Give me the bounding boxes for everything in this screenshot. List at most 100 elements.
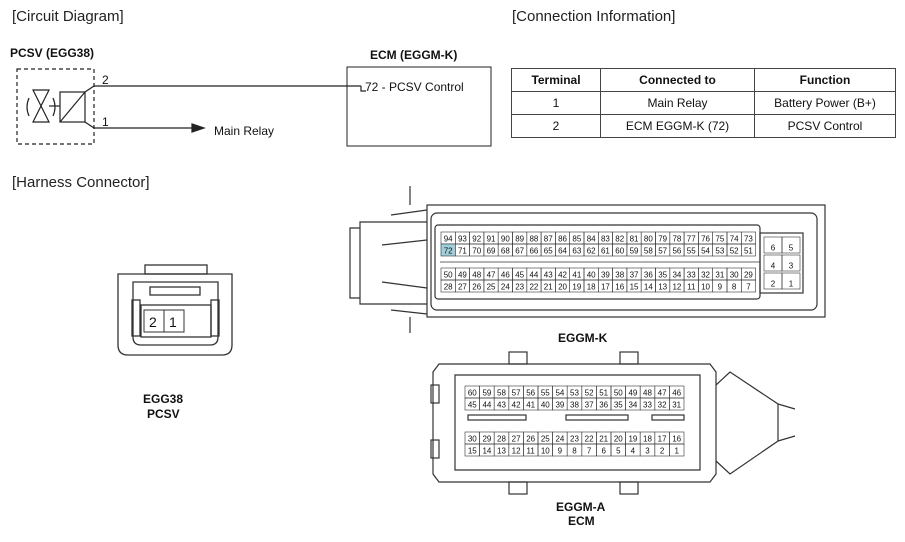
eggmk-pin: 32: [701, 271, 710, 280]
eggmk-pin: 58: [644, 247, 653, 256]
eggma-pin-cell: [669, 443, 685, 457]
eggma-pin: 34: [628, 401, 637, 410]
eggma-pin: 49: [628, 389, 637, 398]
table-cell: PCSV Control: [754, 114, 896, 138]
eggmk-connector: [349, 186, 826, 333]
eggmk-pin: 62: [587, 247, 596, 256]
eggmk-pin: 14: [644, 283, 653, 292]
table-row: 2 ECM EGGM-K (72) PCSV Control: [511, 114, 896, 138]
eggmk-pin: 61: [601, 247, 610, 256]
eggmk-pin: 60: [615, 247, 624, 256]
harness-connector-heading: [Harness Connector]: [12, 174, 150, 191]
eggmk-pin: 87: [544, 235, 553, 244]
eggmk-pin: 79: [658, 235, 667, 244]
eggma-pin: 24: [555, 435, 564, 444]
eggma-pin: 20: [614, 435, 623, 444]
eggmk-pin: 78: [672, 235, 681, 244]
eggma-pin: 35: [614, 401, 623, 410]
eggmk-pin: 65: [544, 247, 553, 256]
eggmk-pin: 89: [515, 235, 524, 244]
eggma-label: EGGM-A: [556, 500, 606, 514]
eggma-pin: 3: [645, 447, 650, 456]
eggma-pin: 6: [601, 447, 606, 456]
eggma-pin: 36: [599, 401, 608, 410]
eggmk-pin: 46: [501, 271, 510, 280]
eggma-pin-cell: [669, 397, 685, 411]
eggmk-pin: 17: [601, 283, 610, 292]
ecm-title: ECM (EGGM-K): [370, 48, 458, 62]
eggma-pin: 46: [672, 389, 681, 398]
eggmk-pin: 22: [529, 283, 538, 292]
eggmk-pin: 76: [701, 235, 710, 244]
eggma-connector: [430, 351, 796, 495]
eggmk-pin: 23: [515, 283, 524, 292]
eggmk-pin: 84: [587, 235, 596, 244]
eggmk-pin: 45: [515, 271, 524, 280]
eggmk-pin: 81: [630, 235, 639, 244]
eggmk-side-pin: 3: [789, 262, 794, 271]
table-cell: 1: [511, 91, 601, 115]
eggmk-pin: 51: [744, 247, 753, 256]
eggmk-side-pin: 6: [771, 244, 776, 253]
eggma-pin: 54: [555, 389, 564, 398]
eggmk-pin: 27: [458, 283, 467, 292]
eggmk-pin: 64: [558, 247, 567, 256]
eggma-pin: 28: [497, 435, 506, 444]
eggmk-side-pin: 2: [771, 280, 776, 289]
eggmk-pin: 72: [444, 247, 453, 256]
eggma-pin: 37: [585, 401, 594, 410]
eggma-pin: 45: [468, 401, 477, 410]
egg38-connector: [117, 264, 233, 356]
eggmk-pin: 71: [458, 247, 467, 256]
eggma-pin: 15: [468, 447, 477, 456]
eggmk-pin: 54: [701, 247, 710, 256]
main-relay-label: Main Relay: [214, 124, 275, 138]
eggmk-pin: 29: [744, 271, 753, 280]
eggma-pin: 21: [599, 435, 608, 444]
eggmk-pin: 56: [672, 247, 681, 256]
eggmk-pin: 75: [715, 235, 724, 244]
eggma-pin: 25: [541, 435, 550, 444]
wire-pin2-label: 2: [102, 73, 109, 87]
eggma-pin: 12: [512, 447, 521, 456]
eggmk-pin: 93: [458, 235, 467, 244]
ecm-box: [346, 66, 492, 147]
eggmk-pin-cell: [740, 243, 756, 257]
eggmk-pin: 53: [715, 247, 724, 256]
header-terminal: Terminal: [511, 68, 601, 92]
eggmk-pin: 74: [730, 235, 739, 244]
eggmk-pin: 48: [472, 271, 481, 280]
eggma-pin: 17: [658, 435, 667, 444]
eggma-pin: 11: [527, 447, 536, 456]
eggmk-side-pin-cell: [781, 272, 801, 290]
eggma-pin: 58: [497, 389, 506, 398]
ecm-pin-label: 72 - PCSV Control: [365, 80, 464, 94]
eggma-pin: 9: [558, 447, 563, 456]
eggmk-pin: 82: [615, 235, 624, 244]
table-cell: ECM EGGM-K (72): [600, 114, 755, 138]
eggmk-pin: 20: [558, 283, 567, 292]
eggmk-pin: 49: [458, 271, 467, 280]
header-connected-to: Connected to: [600, 68, 755, 92]
eggmk-pin: 25: [487, 283, 496, 292]
eggmk-side-pin-cell: [781, 236, 801, 254]
eggmk-pin: 85: [572, 235, 581, 244]
eggmk-pin: 24: [501, 283, 510, 292]
eggmk-pin: 18: [587, 283, 596, 292]
eggma-pin: 55: [541, 389, 550, 398]
eggmk-pin: 92: [472, 235, 481, 244]
eggmk-pin: 13: [658, 283, 667, 292]
eggmk-pin: 47: [487, 271, 496, 280]
eggmk-pin: 57: [658, 247, 667, 256]
eggma-pin: 43: [497, 401, 506, 410]
eggmk-pin: 73: [744, 235, 753, 244]
egg38-pin: 1: [169, 314, 177, 330]
eggma-pin: 56: [526, 389, 535, 398]
eggmk-side-pin: 4: [771, 262, 776, 271]
eggma-pin: 40: [541, 401, 550, 410]
egg38-pin: 2: [149, 314, 157, 330]
eggma-pin: 52: [585, 389, 594, 398]
connection-information-heading: [Connection Information]: [512, 8, 676, 25]
